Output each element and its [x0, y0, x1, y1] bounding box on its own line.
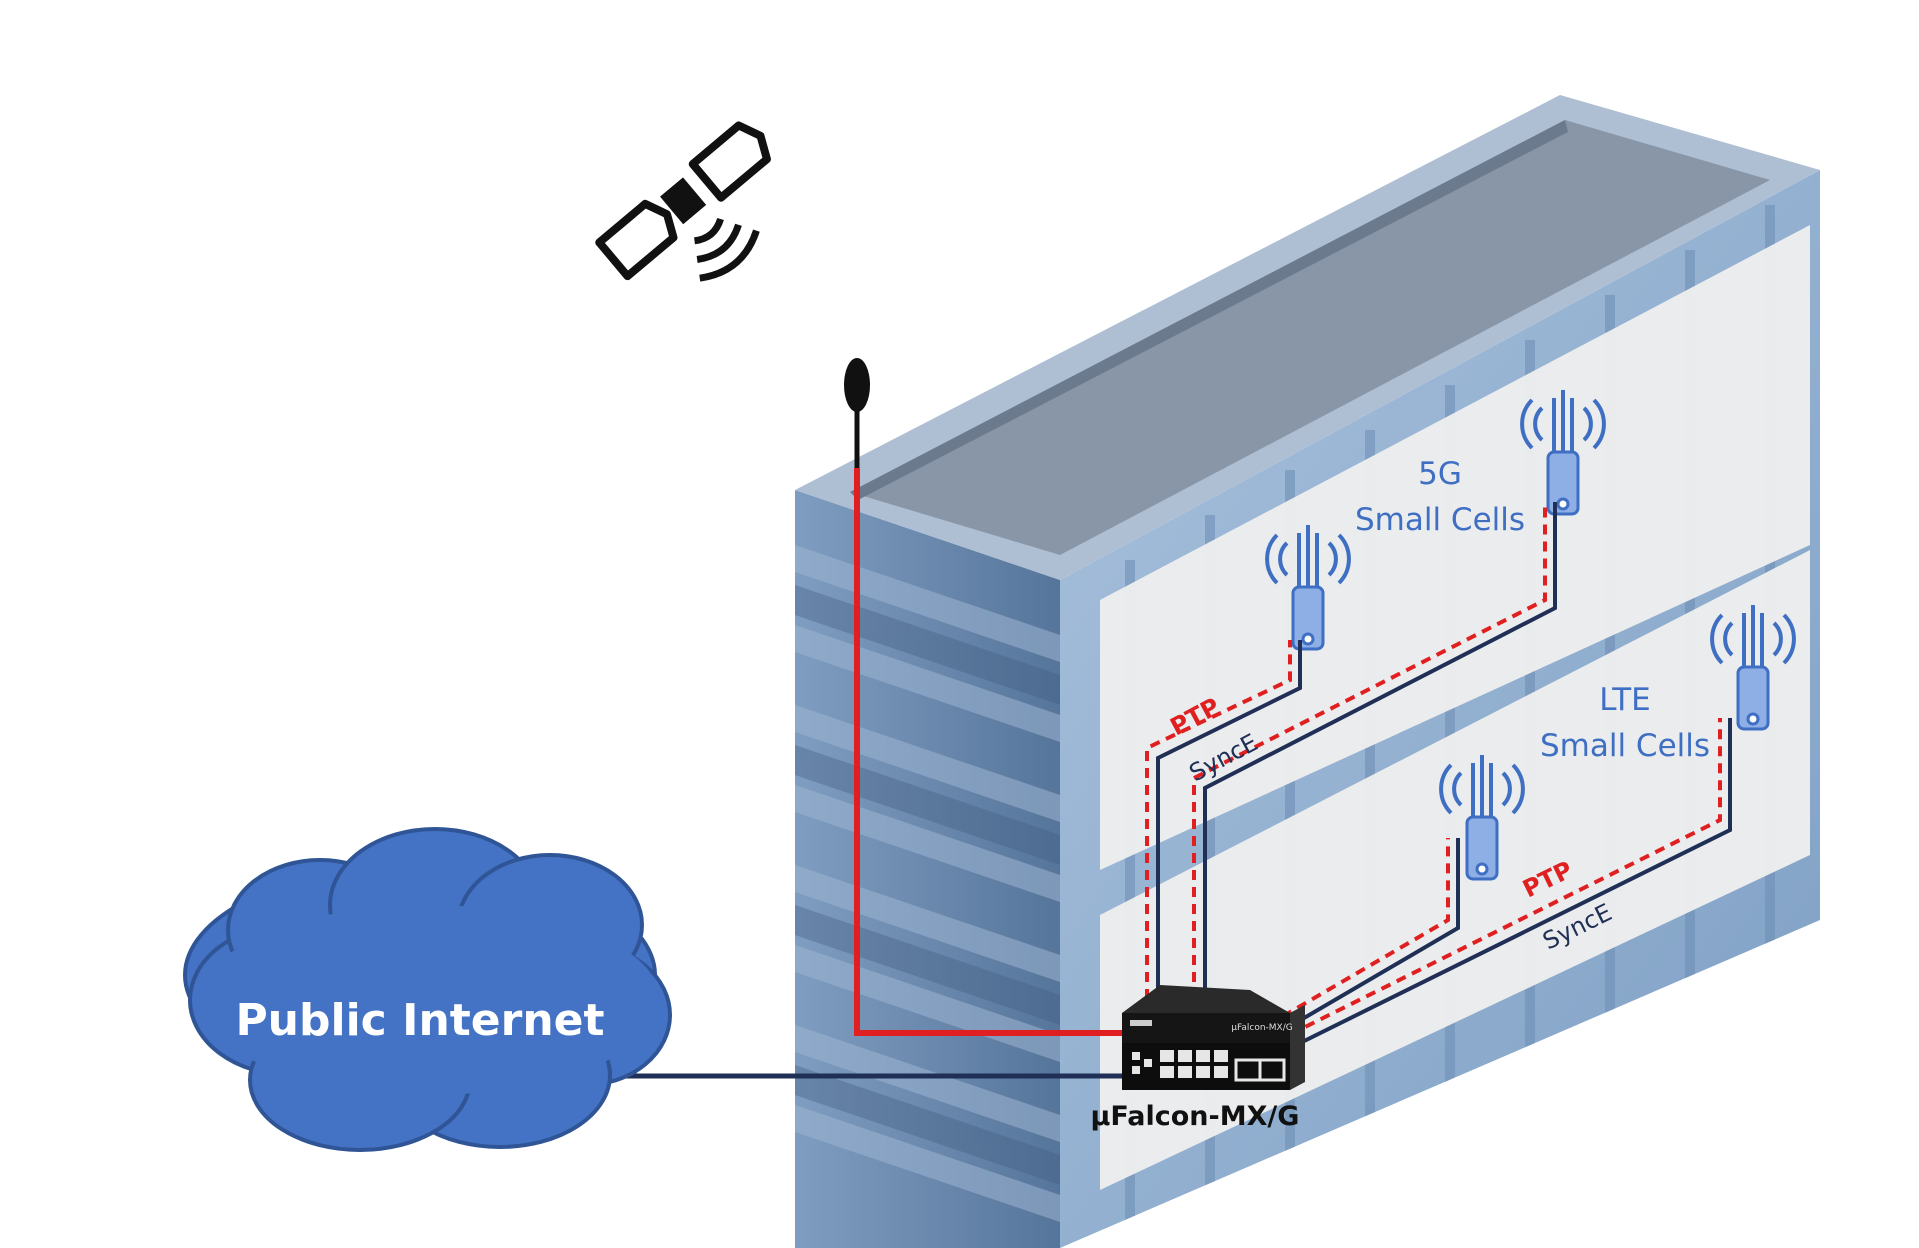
router-icon: µFalcon-MX/G	[1122, 985, 1305, 1090]
building-front-bands	[795, 545, 1060, 1222]
building-roof-inner	[850, 120, 1770, 555]
label-lte: LTE	[1599, 682, 1651, 718]
building-roof-lip	[850, 120, 1568, 500]
floor-panel-5g	[1100, 225, 1810, 870]
label-5g-small-cells: Small Cells	[1355, 502, 1525, 538]
label-lte-small-cells: Small Cells	[1540, 728, 1710, 764]
ptp-cables	[1145, 502, 1722, 1044]
satellite-icon	[595, 121, 771, 282]
gps-feed-cable	[854, 468, 1125, 1036]
synce-cables	[1156, 502, 1732, 1054]
router-face-label: µFalcon-MX/G	[1231, 1023, 1292, 1033]
cloud-label: Public Internet	[235, 995, 604, 1046]
label-5g: 5G	[1418, 456, 1462, 492]
device-label: µFalcon-MX/G	[1091, 1101, 1300, 1132]
cloud-icon: Public Internet	[183, 827, 672, 1152]
gps-antenna-icon	[844, 358, 870, 470]
